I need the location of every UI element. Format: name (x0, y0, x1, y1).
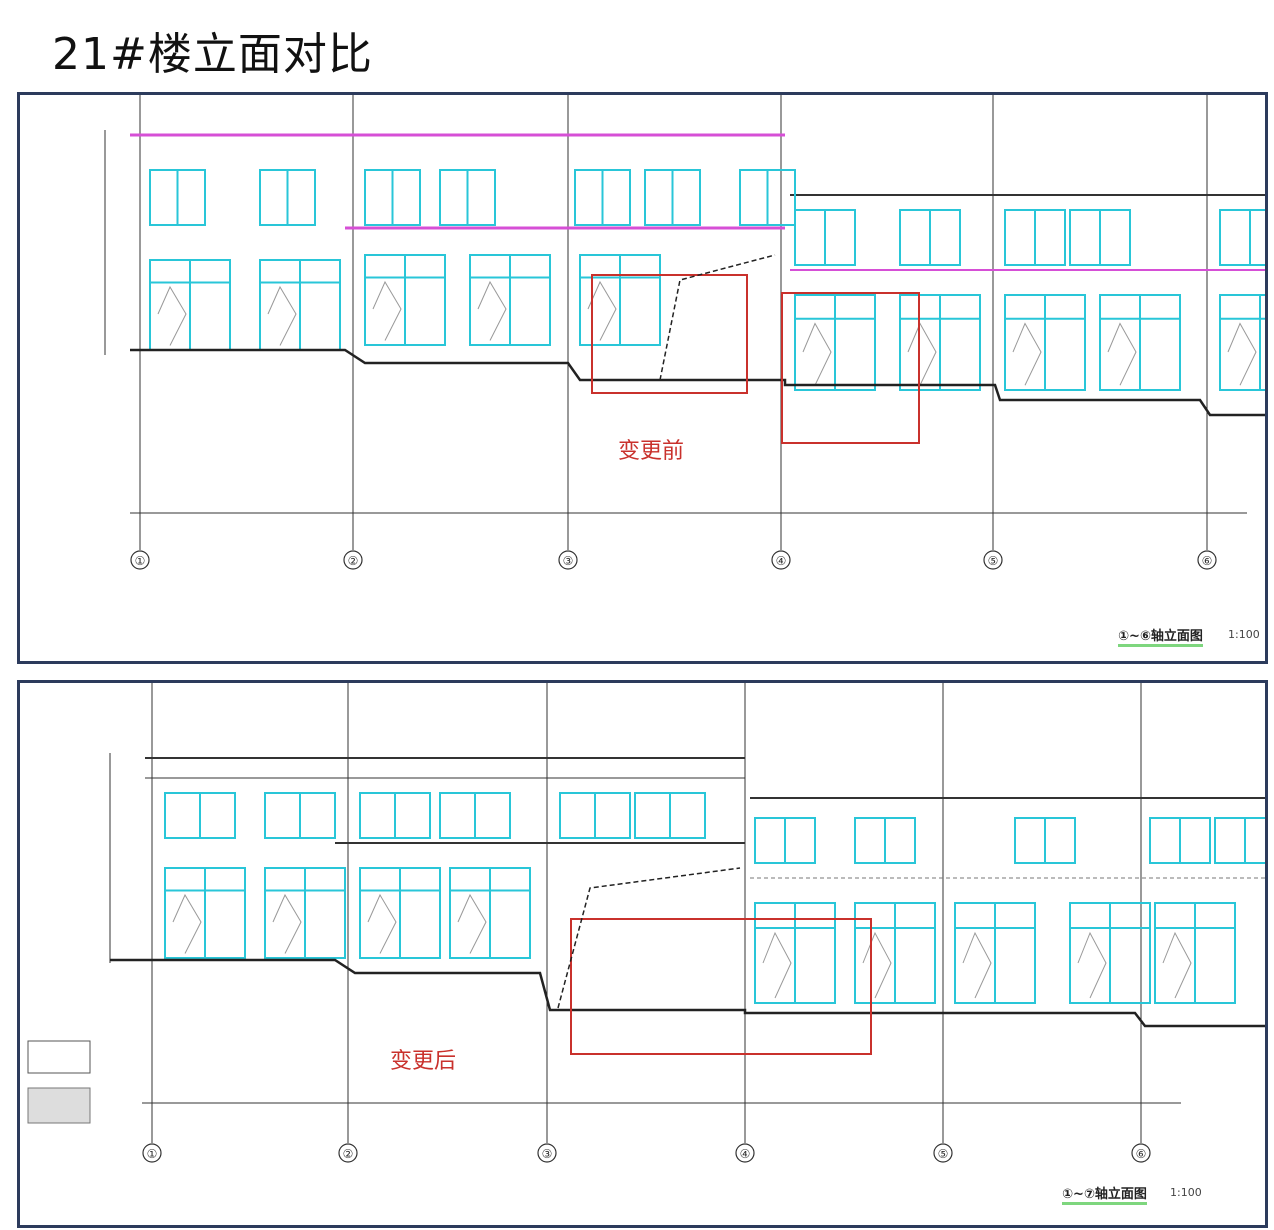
door-swing-mark (762, 931, 792, 999)
axis-label: ③ (563, 554, 574, 568)
window-frame (1219, 209, 1265, 266)
axis-bubble (338, 1143, 358, 1163)
door-swing-mark (862, 931, 892, 999)
after-scale: 1:100 (1170, 1186, 1202, 1199)
axis-bubble (1131, 1143, 1151, 1163)
slope-dashed-line (557, 867, 741, 1009)
door-swing-mark (1227, 322, 1257, 386)
elevation-after-panel: ① ② ③ ④ ⑤ ⑥ 变更后 ①~⑦轴立面图 1:100 (17, 680, 1268, 1228)
door-swing-mark (962, 931, 992, 999)
door-swing-mark (907, 322, 937, 386)
door-swing-mark (272, 893, 302, 954)
ground-line (130, 348, 1265, 417)
door-swing-mark (587, 280, 617, 341)
slope-dashed-line (659, 254, 776, 381)
before-drawing-caption: ①~⑥轴立面图 (1118, 625, 1203, 647)
ground-line (110, 958, 1265, 1028)
page-title: 21#楼立面对比 (52, 29, 373, 80)
axis-bubble (771, 550, 791, 570)
changed-area-box (781, 292, 920, 444)
window-frame (1219, 294, 1265, 391)
axis-bubble (537, 1143, 557, 1163)
changed-area-box (591, 274, 748, 394)
window-frame (1214, 817, 1265, 864)
door-swing-mark (157, 285, 187, 346)
axis-label: ⑥ (1136, 1147, 1147, 1161)
axis-label: ④ (776, 554, 787, 568)
door-swing-mark (457, 893, 487, 954)
door-swing-mark (477, 280, 507, 341)
elevation-after-drawing: ① ② ③ ④ ⑤ ⑥ (27, 683, 1265, 1163)
axis-label: ⑥ (1202, 554, 1213, 568)
changed-area-box (570, 918, 872, 1055)
before-change-label: 变更前 (618, 439, 685, 464)
legend-box (27, 1040, 91, 1074)
axis-label: ① (147, 1147, 158, 1161)
axis-bubble (343, 550, 363, 570)
door-swing-mark (1077, 931, 1107, 999)
door-swing-mark (267, 285, 297, 346)
axis-bubble (142, 1143, 162, 1163)
axis-label: ⑤ (938, 1147, 949, 1161)
axis-bubble (558, 550, 578, 570)
axis-label: ⑤ (988, 554, 999, 568)
axis-bubble (1197, 550, 1217, 570)
door-swing-mark (172, 893, 202, 954)
after-drawing-caption: ①~⑦轴立面图 (1062, 1183, 1147, 1205)
axis-bubble (983, 550, 1003, 570)
axis-label: ③ (542, 1147, 553, 1161)
door-swing-mark (1012, 322, 1042, 386)
after-change-label: 变更后 (390, 1049, 457, 1074)
axis-label: ② (348, 554, 359, 568)
axis-bubble (933, 1143, 953, 1163)
door-swing-mark (372, 280, 402, 341)
door-swing-mark (802, 322, 832, 386)
axis-label: ② (343, 1147, 354, 1161)
elevation-before-drawing: ① ② ③ ④ ⑤ ⑥ (104, 95, 1265, 570)
before-scale: 1:100 (1228, 628, 1260, 641)
axis-bubble (130, 550, 150, 570)
door-swing-mark (367, 893, 397, 954)
axis-bubble (735, 1143, 755, 1163)
legend-hatch-swatch (27, 1087, 91, 1124)
door-swing-mark (1162, 931, 1192, 999)
axis-label: ① (135, 554, 146, 568)
elevation-before-panel: ① ② ③ ④ ⑤ ⑥ 变更前 ①~⑥轴立面图 1:100 (17, 92, 1268, 664)
door-swing-mark (1107, 322, 1137, 386)
axis-label: ④ (740, 1147, 751, 1161)
